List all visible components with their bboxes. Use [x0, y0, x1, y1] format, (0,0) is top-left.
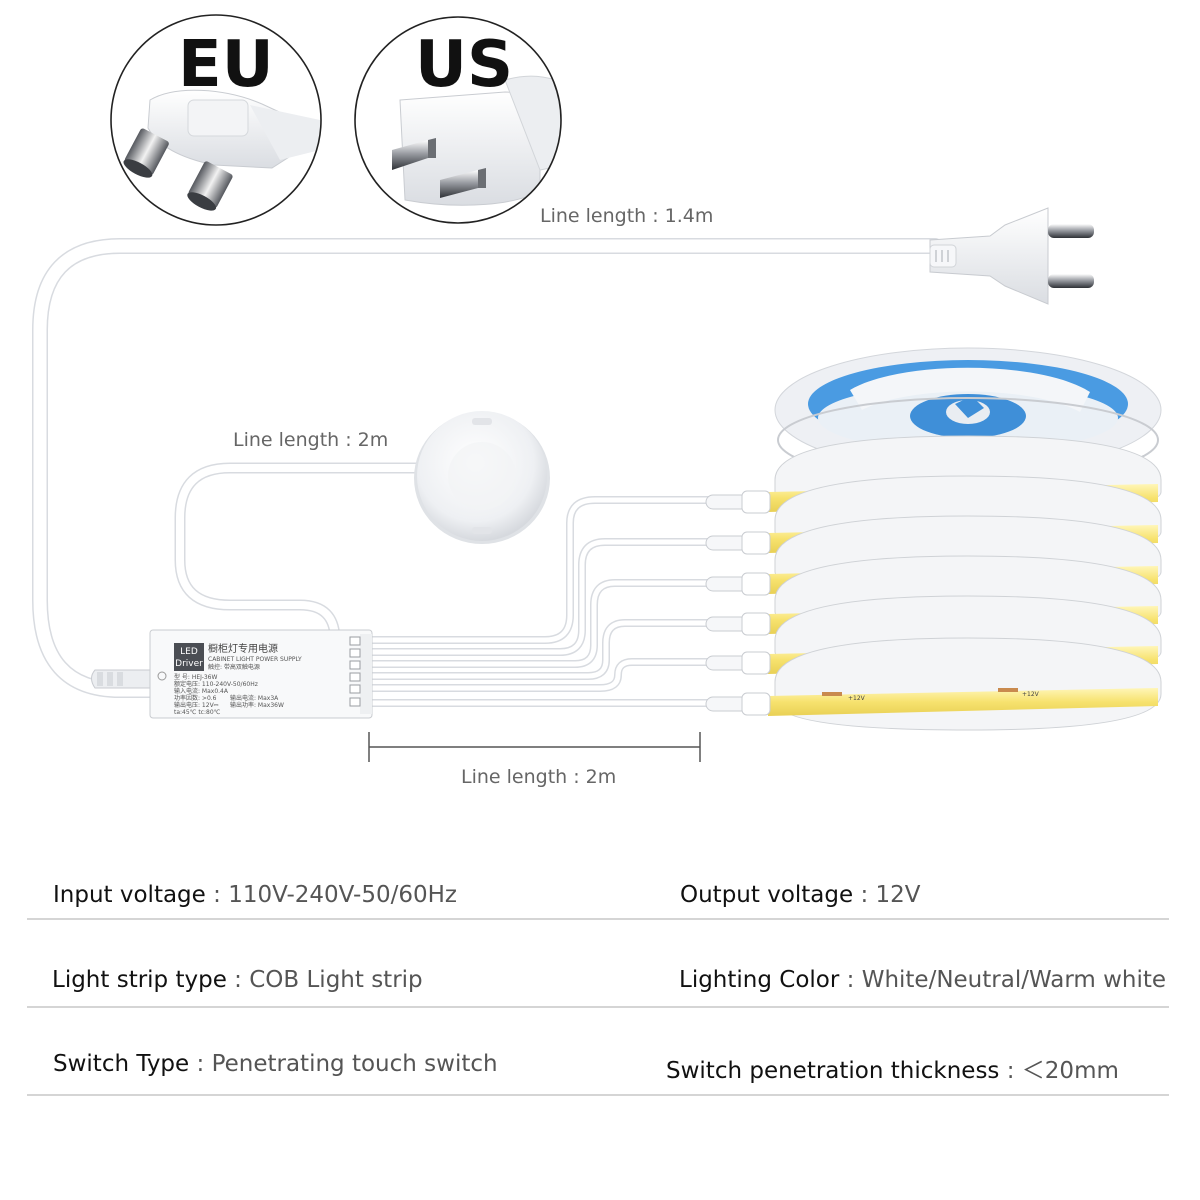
spec-value: Penetrating touch switch: [211, 1051, 498, 1077]
driver-spec-line: 额定电压: 110-240V-50/60Hz: [174, 680, 258, 688]
driver-spec-line: 输出功率: Max36W: [230, 701, 284, 709]
spec-value: 110V-240V-50/60Hz: [228, 882, 458, 908]
driver-title-cn: 橱柜灯专用电源: [208, 642, 278, 655]
driver-spec-line: 功率因数: >0.6: [174, 694, 217, 702]
spec-lighting-color: Lighting Color : White/Neutral/Warm whit…: [679, 967, 1166, 993]
led-driver: LED Driver 橱柜灯专用电源 CABINET LIGHT POWER S…: [91, 629, 373, 719]
spec-separator: :: [226, 967, 250, 993]
spec-separator: :: [839, 967, 862, 993]
spec-light-strip-type: Light strip type : COB Light strip: [52, 967, 423, 993]
driver-title-en: CABINET LIGHT POWER SUPPLY: [208, 656, 302, 663]
driver-spec-line: 输入电流: Max0.4A: [174, 687, 229, 695]
led-strip-reel: +12V +12V +12V +12V +12V +12V: [705, 347, 1162, 731]
spec-label: Switch penetration thickness: [666, 1058, 1000, 1084]
spec-label: Input voltage: [53, 882, 206, 908]
spec-separator: :: [999, 1058, 1022, 1084]
strip-label: +12V: [1022, 691, 1040, 698]
spec-label: Lighting Color: [679, 967, 840, 993]
spec-value: ＜20mm: [1021, 1058, 1119, 1084]
us-plug-badge: US: [354, 16, 562, 224]
spec-separator: :: [853, 882, 876, 908]
divider: [27, 1094, 1169, 1096]
output-cables: [368, 496, 714, 707]
driver-logo-line1: LED: [180, 647, 198, 657]
spec-switch-penetration-thickness: Switch penetration thickness : ＜20mm: [666, 1051, 1119, 1085]
switch-cable-length: Line length : 2m: [233, 429, 389, 451]
driver-spec-line: 型 号: HEJ-36W: [174, 673, 217, 681]
switch-cable: [174, 462, 426, 646]
spec-switch-type: Switch Type : Penetrating touch switch: [53, 1051, 498, 1077]
strip-cable-dimension: [368, 732, 701, 762]
driver-spec-line: ta:45℃ tc:80℃: [174, 709, 221, 716]
driver-spec-line: 输出电流: Max3A: [230, 694, 279, 702]
spec-value: White/Neutral/Warm white: [861, 967, 1167, 993]
us-badge-label: US: [415, 28, 513, 102]
spec-label: Output voltage: [680, 882, 854, 908]
spec-separator: :: [205, 882, 229, 908]
divider: [27, 918, 1169, 920]
spec-label: Switch Type: [53, 1051, 190, 1077]
driver-subtitle-cn: 触控: 带高双触电源: [208, 663, 260, 671]
spec-label: Light strip type: [52, 967, 227, 993]
touch-switch: [414, 411, 550, 544]
strip-label: +12V: [848, 695, 866, 702]
spec-input-voltage: Input voltage : 110V-240V-50/60Hz: [53, 882, 457, 908]
led-strip-layer: +12V +12V: [705, 637, 1162, 731]
divider: [27, 1006, 1169, 1008]
plug-cable-length: Line length : 1.4m: [540, 205, 714, 227]
spec-separator: :: [189, 1051, 212, 1077]
driver-spec-line: 输出电压: 12V⎓: [174, 701, 219, 709]
spec-value: COB Light strip: [249, 967, 423, 993]
spec-value: 12V: [875, 882, 921, 908]
eu-power-plug: [929, 207, 1094, 305]
eu-plug-badge: EU: [110, 14, 322, 226]
strip-cable-length: Line length : 2m: [461, 766, 617, 788]
spec-output-voltage: Output voltage : 12V: [680, 882, 921, 908]
driver-logo-line2: Driver: [175, 659, 203, 669]
eu-badge-label: EU: [178, 28, 274, 102]
